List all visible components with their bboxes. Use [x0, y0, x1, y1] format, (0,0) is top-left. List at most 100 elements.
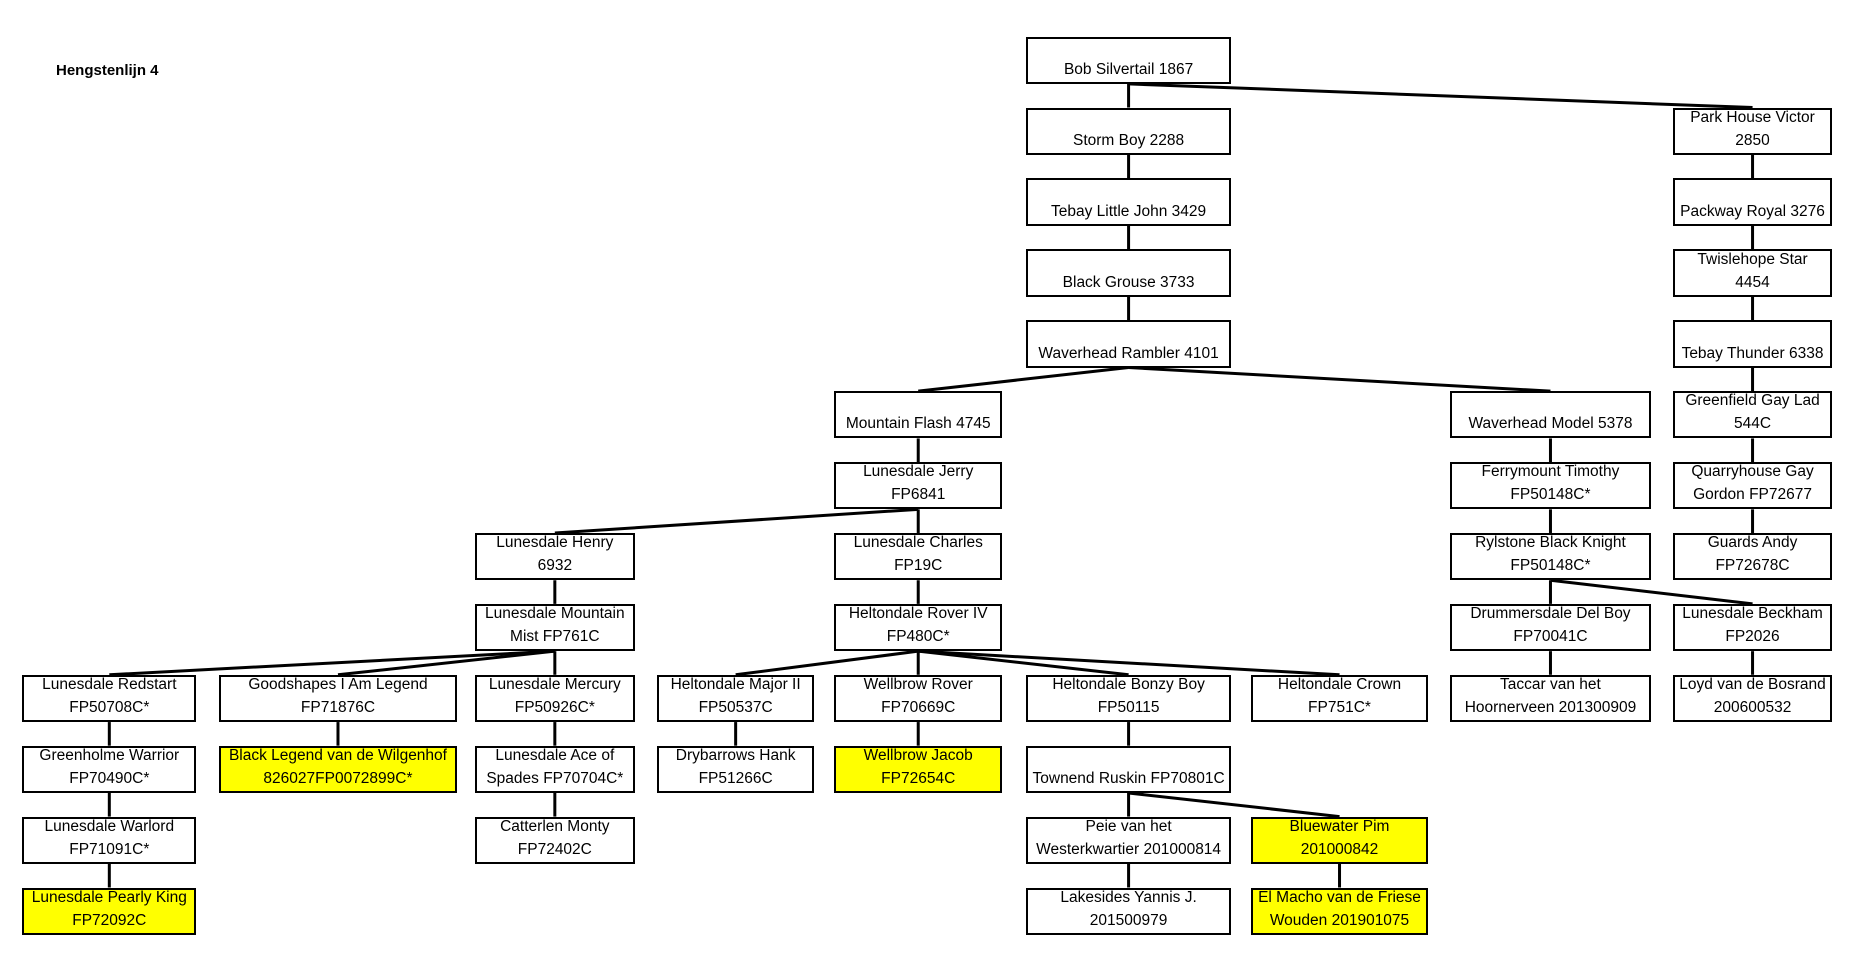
connector-hrover-hcrown: [918, 649, 1340, 677]
horse-label-line: Quarryhouse Gay: [1691, 463, 1814, 481]
horse-label-line: Lunesdale Redstart: [42, 676, 177, 694]
horse-label-line: Heltondale Bonzy Boy: [1052, 676, 1205, 694]
horse-label-line: FP72092C: [72, 911, 147, 929]
horse-label-line: FP70669C: [881, 699, 956, 717]
connector-rambler-wmodel: [1128, 366, 1551, 393]
horse-label-line: Black Legend van de Wilgenhof: [228, 746, 447, 764]
horse-node-loyd: Loyd van de Bosrand 200600532: [1673, 674, 1832, 723]
horse-node-grouse: Black Grouse 3733: [1025, 249, 1232, 297]
horse-label-line: Rylstone Black Knight: [1475, 534, 1626, 552]
horse-label-line: Townend Ruskin FP70801C: [1032, 769, 1225, 787]
horse-label-line: Taccar van het: [1500, 676, 1601, 694]
horse-label-line: 201000842: [1300, 840, 1379, 858]
horse-label-line: 6932: [537, 557, 573, 575]
horse-label-line: Westerkwartier 201000814: [1036, 840, 1222, 858]
horse-label-line: Drybarrows Hank: [675, 746, 796, 764]
horse-label-line: Park House Victor: [1690, 108, 1815, 126]
horse-label-line: Greenfield Gay Lad: [1685, 392, 1820, 410]
horse-node-bpim: Bluewater Pim 201000842: [1251, 816, 1428, 864]
horse-label-line: Guards Andy: [1707, 534, 1798, 552]
horse-label-line: Lunesdale Henry: [496, 534, 614, 552]
horse-label-line: Goodshapes I Am Legend: [248, 676, 428, 694]
horse-label-line: FP50708C*: [69, 699, 150, 717]
horse-label-line: Heltondale Rover IV: [848, 605, 988, 623]
horse-label-line: FP70490C*: [69, 769, 150, 787]
horse-label-line: Lunesdale Mercury: [488, 676, 621, 694]
horse-label-line: FP6841: [891, 486, 946, 504]
horse-label-line: FP2026: [1725, 628, 1780, 646]
horse-label-line: Mountain Flash 4745: [845, 415, 991, 433]
horse-label-line: FP50926C*: [514, 699, 595, 717]
horse-node-truskin: Townend Ruskin FP70801C: [1025, 745, 1232, 793]
horse-label-line: Loyd van de Bosrand: [1679, 676, 1826, 694]
horse-node-blegend: Black Legend van de Wilgenhof 826027FP007…: [218, 745, 458, 793]
horse-label-line: Heltondale Major II: [670, 676, 801, 694]
horse-label-line: FP751C*: [1308, 699, 1371, 717]
horse-label-line: FP19C: [894, 557, 943, 575]
horse-label-line: FP50148C*: [1510, 486, 1591, 504]
horse-label-line: Drummersdale Del Boy: [1470, 605, 1631, 623]
horse-label-line: FP72654C: [881, 769, 956, 787]
horse-label-line: Lunesdale Pearly King: [31, 888, 187, 906]
horse-label-line: FP72402C: [517, 840, 592, 858]
horse-node-lyannis: Lakesides Yannis J.201500979: [1025, 887, 1232, 935]
horse-label-line: Heltondale Crown: [1277, 676, 1402, 694]
connector-bob-phvictor: [1128, 82, 1753, 110]
horse-label-line: Wellbrow Jacob: [863, 746, 973, 764]
horse-label-line: FP50537C: [698, 699, 773, 717]
horse-label-line: El Macho van de Friese: [1258, 888, 1421, 906]
connector-lmist-lredstart: [109, 649, 555, 677]
horse-label-line: Bob Silvertail 1867: [1063, 60, 1194, 78]
horse-label-line: FP70041C: [1513, 628, 1588, 646]
horse-label-line: Lunesdale Charles: [853, 534, 983, 552]
horse-label-line: Lunesdale Jerry: [863, 463, 974, 481]
horse-label-line: FP71876C: [300, 699, 376, 717]
horse-node-rambler: Waverhead Rambler 4101: [1025, 320, 1232, 368]
connector-rknight-lbeckham: [1550, 578, 1753, 606]
horse-node-hmajor: Heltondale Major II FP50537C: [657, 674, 815, 723]
horse-label-line: Twislehope Star: [1697, 250, 1808, 268]
horse-label-line: 2850: [1735, 131, 1770, 149]
horse-node-phvictor: Park House Victor 2850: [1673, 107, 1832, 155]
horse-label-line: Ferrymount Timothy: [1481, 463, 1620, 481]
horse-label-line: FP72678C: [1715, 557, 1790, 575]
horse-label-line: Black Grouse 3733: [1062, 273, 1195, 291]
diagram-title: Hengstenlijn 4: [56, 62, 159, 79]
horse-label-line: Bluewater Pim: [1289, 817, 1390, 835]
horse-node-wmodel: Waverhead Model 5378: [1450, 391, 1651, 439]
connector-hrover-hmajor: [735, 649, 919, 677]
horse-label-line: 200600532: [1713, 699, 1792, 717]
horse-label-line: Tebay Thunder 6338: [1681, 344, 1824, 362]
horse-label-line: Wouden 201901075: [1269, 911, 1410, 929]
horse-label-line: Packway Royal 3276: [1680, 202, 1825, 220]
horse-label-line: Lunesdale Mountain: [485, 605, 625, 623]
horse-label-line: Gordon FP72677: [1693, 486, 1812, 504]
horse-node-mflash: Mountain Flash 4745: [834, 391, 1003, 439]
horse-label-line: Lunesdale Ace of: [495, 746, 615, 764]
horse-label-line: Wellbrow Rover: [863, 676, 973, 694]
horse-label-line: Waverhead Model 5378: [1468, 415, 1633, 433]
horse-label-line: Storm Boy 2288: [1073, 131, 1185, 149]
horse-label-line: 826027FP0072899C*: [263, 769, 413, 787]
